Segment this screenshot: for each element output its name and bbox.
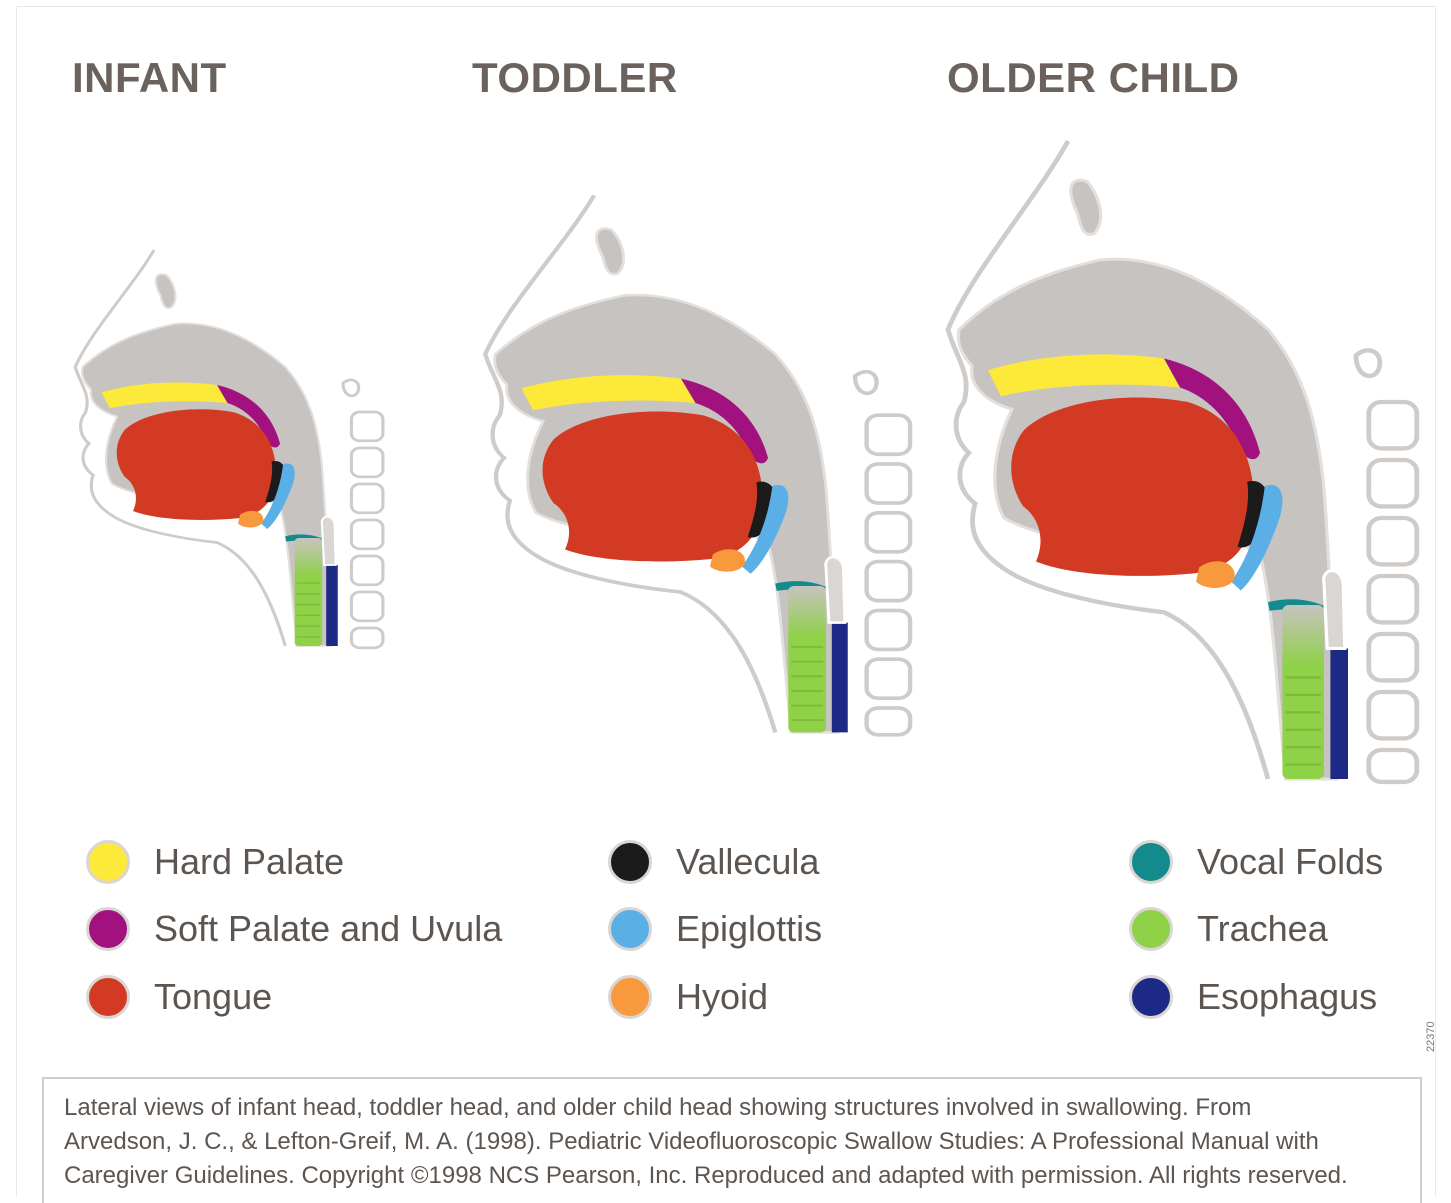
hard-palate-swatch	[86, 840, 130, 884]
legend-label: Esophagus	[1197, 976, 1377, 1018]
legend-item-esophagus: Esophagus	[1129, 970, 1377, 1024]
esophagus-swatch	[1129, 975, 1173, 1019]
tongue-swatch	[86, 975, 130, 1019]
legend-item-soft-palate: Soft Palate and Uvula	[86, 902, 502, 956]
legend-label: Hard Palate	[154, 841, 344, 883]
legend-label: Trachea	[1197, 908, 1328, 950]
vocal-folds-swatch	[1129, 840, 1173, 884]
legend-label: Hyoid	[676, 976, 768, 1018]
legend-item-hard-palate: Hard Palate	[86, 835, 344, 889]
legend-item-epiglottis: Epiglottis	[608, 902, 822, 956]
legend-item-hyoid: Hyoid	[608, 970, 768, 1024]
anatomy-illustrations	[0, 0, 1451, 820]
vallecula-swatch	[608, 840, 652, 884]
legend-item-tongue: Tongue	[86, 970, 272, 1024]
legend-label: Vocal Folds	[1197, 841, 1383, 883]
older-child-head-illustration	[948, 141, 1417, 782]
hyoid-swatch	[608, 975, 652, 1019]
soft-palate-swatch	[86, 907, 130, 951]
caption-line: Lateral views of infant head, toddler he…	[64, 1091, 1400, 1125]
legend-item-vallecula: Vallecula	[608, 835, 819, 889]
legend-item-vocal-folds: Vocal Folds	[1129, 835, 1383, 889]
legend-label: Tongue	[154, 976, 272, 1018]
legend-label: Epiglottis	[676, 908, 822, 950]
caption-line: Arvedson, J. C., & Lefton-Greif, M. A. (…	[64, 1125, 1400, 1159]
epiglottis-swatch	[608, 907, 652, 951]
legend-label: Soft Palate and Uvula	[154, 908, 502, 950]
trachea-swatch	[1129, 907, 1173, 951]
caption-box: Lateral views of infant head, toddler he…	[42, 1077, 1422, 1203]
toddler-head-illustration	[485, 196, 910, 735]
legend-label: Vallecula	[676, 841, 819, 883]
legend-item-trachea: Trachea	[1129, 902, 1328, 956]
infant-head-illustration	[75, 250, 383, 648]
caption-line: Caregiver Guidelines. Copyright ©1998 NC…	[64, 1159, 1400, 1193]
figure-code: 22370	[1425, 1021, 1437, 1052]
